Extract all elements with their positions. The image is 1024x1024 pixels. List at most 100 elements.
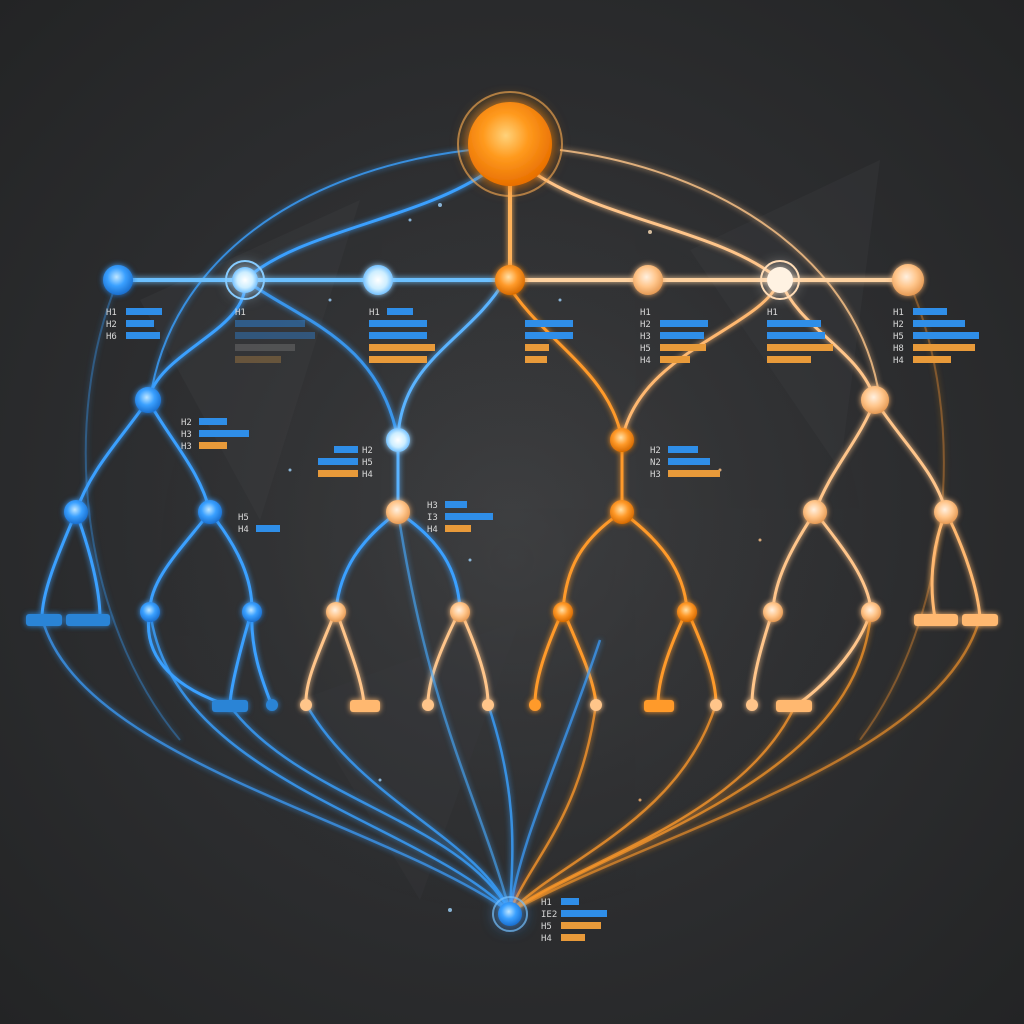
leaf-dot — [746, 699, 758, 711]
sink-node-ring — [492, 896, 528, 932]
legend-bar — [369, 344, 435, 351]
legend-bar — [767, 332, 825, 339]
legend-bar — [913, 356, 951, 363]
node-ring — [760, 260, 800, 300]
node — [326, 602, 346, 622]
legend-label: H2 — [650, 446, 661, 456]
leaf-dot — [590, 699, 602, 711]
legend-center-bars — [525, 320, 573, 363]
legend-label: H4 — [541, 934, 552, 944]
leaf-bar — [776, 700, 812, 712]
legend-bar — [369, 320, 427, 327]
legend-bar — [235, 344, 295, 351]
legend-bar — [913, 344, 975, 351]
legend-bar — [668, 470, 720, 477]
leaf-bar — [212, 700, 248, 712]
legend-label: H1 — [640, 308, 651, 318]
legend-label: H5 — [362, 458, 373, 468]
legend-bar — [318, 458, 358, 465]
legend-bar — [235, 356, 281, 363]
legend-l2: H1 — [235, 308, 315, 363]
legend-l4: H1 H2 H3 H5 H4 — [640, 308, 708, 366]
background-decor — [92, 140, 932, 980]
legend-label: IE2 — [541, 910, 557, 920]
legend-bar — [668, 458, 710, 465]
node — [553, 602, 573, 622]
legend-label: N2 — [650, 458, 661, 468]
legend-bar — [126, 320, 154, 327]
node — [363, 265, 393, 295]
legend-label: H1 — [106, 308, 117, 318]
sink-node — [498, 902, 522, 926]
leaf-dot — [300, 699, 312, 711]
leaf-bar — [914, 614, 958, 626]
node — [803, 500, 827, 524]
legend-label: H1 — [369, 308, 380, 318]
legend-label: H5 — [640, 344, 651, 354]
node — [140, 602, 160, 622]
node — [135, 387, 161, 413]
legend-l6: H1 H2 H5 H8 H4 — [893, 308, 979, 366]
legend-bar — [369, 356, 427, 363]
legend-bar — [525, 356, 547, 363]
root-node — [468, 102, 552, 186]
leaf-bar — [26, 614, 62, 626]
leaf-dot — [529, 699, 541, 711]
root-node-ring — [457, 91, 563, 197]
legend-bar — [660, 332, 704, 339]
legend-label: H3 — [650, 470, 661, 480]
legend-label: H1 — [767, 308, 778, 318]
legend-label: H2 — [362, 446, 373, 456]
node — [386, 500, 410, 524]
legend-bar — [913, 320, 965, 327]
legend-bar — [660, 356, 690, 363]
legend-l11: H2 N2 H3 — [650, 446, 720, 480]
legend-bar — [561, 934, 585, 941]
leaf-dot — [422, 699, 434, 711]
node — [64, 500, 88, 524]
legend-label: H4 — [427, 525, 438, 535]
legend-bar — [525, 320, 573, 327]
legend-bar — [126, 332, 160, 339]
leaf-bar — [644, 700, 674, 712]
legend-bar — [767, 344, 833, 351]
legend-bar — [126, 308, 162, 315]
legend-label: H5 — [893, 332, 904, 342]
legend-bar — [561, 898, 579, 905]
legend-label: H1 — [235, 308, 246, 318]
leaf-bar — [350, 700, 380, 712]
main-bus — [118, 175, 908, 282]
legend-label: H2 — [640, 320, 651, 330]
legend-label: H5 — [541, 922, 552, 932]
leaf-bar — [66, 614, 110, 626]
node — [892, 264, 924, 296]
legend-bar — [199, 442, 227, 449]
node — [610, 500, 634, 524]
legend-label: H4 — [640, 356, 651, 366]
leaf-dot — [710, 699, 722, 711]
legend-l12: H1 IE2 H5 H4 — [541, 898, 607, 944]
legend-bar — [445, 513, 493, 520]
legend-label: H4 — [238, 525, 249, 535]
legend-bar — [199, 430, 249, 437]
node — [861, 386, 889, 414]
legend-bar — [445, 525, 471, 532]
legend-label: H5 — [238, 513, 249, 523]
legend-bar — [767, 320, 821, 327]
legend-label: H1 — [893, 308, 904, 318]
legend-l5: H1 — [767, 308, 833, 363]
legend-bar — [235, 320, 305, 327]
legend-bar — [660, 344, 706, 351]
leaf-terminals — [26, 614, 998, 712]
node — [767, 267, 793, 293]
legend-label: H2 — [893, 320, 904, 330]
legend-l3: H1 — [369, 308, 435, 363]
node — [677, 602, 697, 622]
legend-label: H3 — [181, 430, 192, 440]
legend-l1: H1 H2 H6 — [106, 308, 162, 342]
legend-bar — [318, 470, 358, 477]
node — [242, 602, 262, 622]
legend-label: H3 — [181, 442, 192, 452]
sparkles — [288, 203, 762, 912]
